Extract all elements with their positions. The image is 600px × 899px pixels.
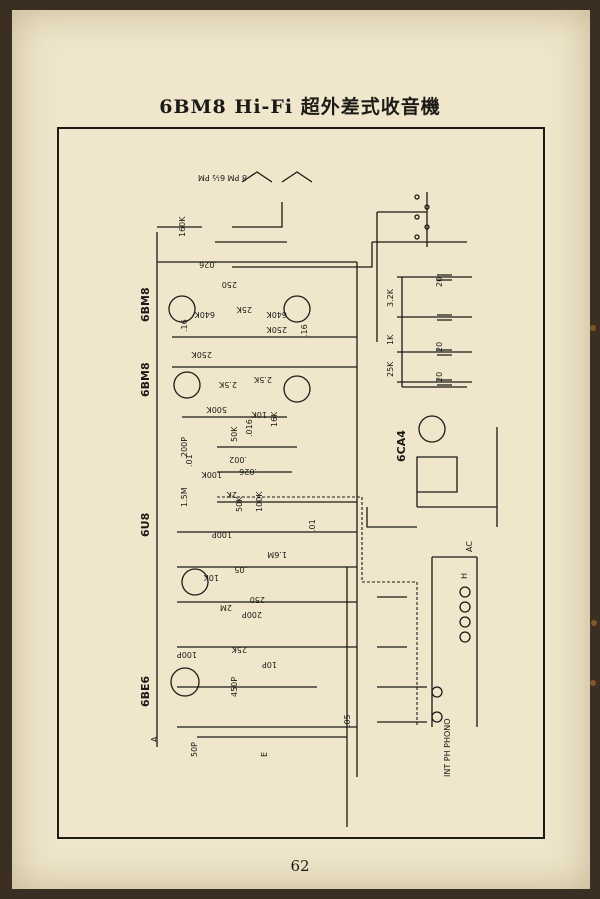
label-10k-b: 10K <box>203 573 219 582</box>
label-200p-b: 200P <box>242 610 262 619</box>
label-450p: 450P <box>230 677 239 697</box>
schematic-frame <box>57 127 545 839</box>
label-100k-b: 100K <box>255 491 264 512</box>
wiring <box>156 192 498 827</box>
label-2k: 2K <box>226 490 237 499</box>
label-10k: 10K <box>251 410 267 419</box>
tube-label-output: 6BM8 <box>139 287 152 322</box>
label-160k: 160K <box>178 216 187 237</box>
circuit-schematic: 6BM8 6BM8 6U8 6BE6 6CA4 160K 8 PM 6½ PM … <box>139 171 498 827</box>
label-16k: 16K <box>270 411 279 427</box>
label-002: .002 <box>229 455 247 464</box>
label-100k: 100K <box>201 470 222 479</box>
switch-contacts <box>414 194 430 240</box>
label-50k: 50K <box>230 426 239 442</box>
label-a: A <box>150 736 159 742</box>
paper-stain <box>590 680 596 686</box>
label-05-b: .05 <box>343 714 352 727</box>
label-16-b: .16 <box>300 324 309 337</box>
speaker-icon <box>241 171 313 183</box>
label-026-mid: .026 <box>239 467 257 476</box>
label-250k-a: 250K <box>191 350 212 359</box>
label-026-top: .026 <box>199 260 217 269</box>
label-20-c: 20 <box>435 372 444 382</box>
label-016: .016 <box>245 419 254 437</box>
label-250k-b: 250K <box>266 325 287 334</box>
label-20-a: 20 <box>435 277 444 287</box>
label-640k-b: 640K <box>266 310 287 319</box>
label-25k-c: 2.5K <box>253 375 272 384</box>
label-1-6m: 1.6M <box>267 550 287 559</box>
book-page <box>12 10 590 889</box>
tube-label-converter: 6BE6 <box>139 675 152 707</box>
input-jacks <box>431 586 471 723</box>
label-640k-a: 640K <box>194 310 215 319</box>
label-250-b: 250 <box>250 595 265 604</box>
tube-label-detector: 6U8 <box>139 513 152 537</box>
shielded-lead <box>217 496 418 727</box>
page-number: 62 <box>290 857 310 875</box>
label-200p: 200P <box>180 437 189 457</box>
label-ac: AC <box>465 541 474 552</box>
tube-label-rectifier: 6CA4 <box>395 430 408 462</box>
label-16-a: .16 <box>180 319 189 332</box>
label-50k-b: 50K <box>235 496 244 512</box>
label-10p: 10P <box>262 660 277 669</box>
tube-label-driver: 6BM8 <box>139 362 152 397</box>
label-100p-b: 100P <box>177 650 197 659</box>
label-1-5m: 1.5M <box>180 487 189 507</box>
paper-stain <box>591 620 597 626</box>
label-h: H <box>460 573 469 579</box>
label-01-b: .01 <box>308 519 317 532</box>
label-25k-a: 25K <box>236 305 252 314</box>
label-05: .05 <box>234 565 247 574</box>
label-500k: 500K <box>206 405 227 414</box>
page-title: 6BM8 Hi-Fi 超外差式收音機 <box>159 96 441 118</box>
label-01-a: .01 <box>185 454 194 467</box>
label-2m: 2M <box>220 603 232 612</box>
label-1k: 1K <box>386 334 395 345</box>
label-25k-e: 25K <box>386 361 395 377</box>
label-250: 250 <box>222 280 237 289</box>
label-3-2k: 3.2K <box>386 288 395 307</box>
label-inputs: INT PH PHONO <box>443 718 452 777</box>
paper-stain <box>590 325 596 331</box>
filter-capacitors <box>437 274 452 386</box>
label-e: E <box>260 752 269 757</box>
label-20-b: 20 <box>435 342 444 352</box>
label-25k-b: 2.5K <box>218 380 237 389</box>
label-100p-a: 100P <box>212 530 232 539</box>
label-25k-d: 25K <box>231 645 247 654</box>
label-speaker: 8 PM 6½ PM <box>198 173 247 182</box>
label-50p: 50P <box>190 742 199 757</box>
tube-symbols <box>168 295 446 697</box>
